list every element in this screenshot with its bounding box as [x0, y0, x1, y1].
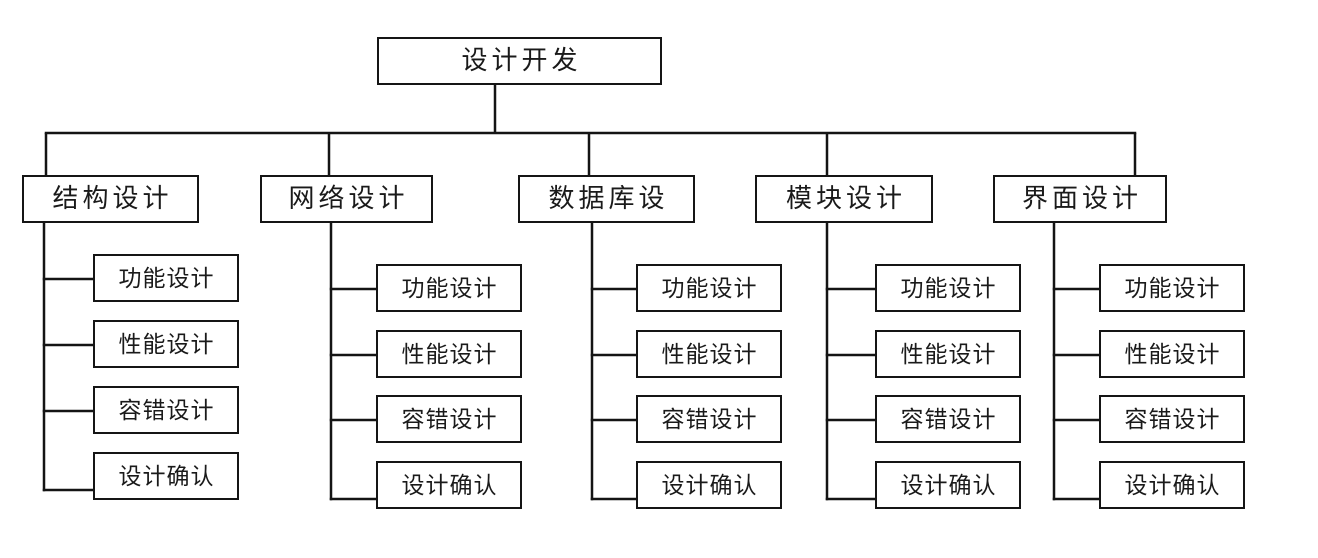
node-leaf: 功能设计 [93, 254, 239, 302]
node-leaf: 性能设计 [636, 330, 782, 378]
node-leaf: 容错设计 [376, 395, 522, 443]
node-leaf: 设计确认 [93, 452, 239, 500]
node-branch: 模块设计 [755, 175, 933, 223]
node-branch: 结构设计 [22, 175, 199, 223]
node-leaf: 设计确认 [875, 461, 1021, 509]
node-branch: 界面设计 [993, 175, 1167, 223]
node-leaf: 容错设计 [875, 395, 1021, 443]
node-leaf: 性能设计 [376, 330, 522, 378]
node-branch: 网络设计 [260, 175, 433, 223]
node-leaf: 设计确认 [376, 461, 522, 509]
node-leaf: 容错设计 [93, 386, 239, 434]
node-leaf: 功能设计 [1099, 264, 1245, 312]
node-branch: 数据库设 [518, 175, 695, 223]
node-leaf: 功能设计 [636, 264, 782, 312]
node-leaf: 性能设计 [1099, 330, 1245, 378]
node-leaf: 设计确认 [1099, 461, 1245, 509]
node-leaf: 容错设计 [1099, 395, 1245, 443]
node-leaf: 功能设计 [875, 264, 1021, 312]
node-leaf: 性能设计 [93, 320, 239, 368]
node-leaf: 设计确认 [636, 461, 782, 509]
node-leaf: 容错设计 [636, 395, 782, 443]
node-root: 设计开发 [377, 37, 662, 85]
node-leaf: 性能设计 [875, 330, 1021, 378]
node-leaf: 功能设计 [376, 264, 522, 312]
